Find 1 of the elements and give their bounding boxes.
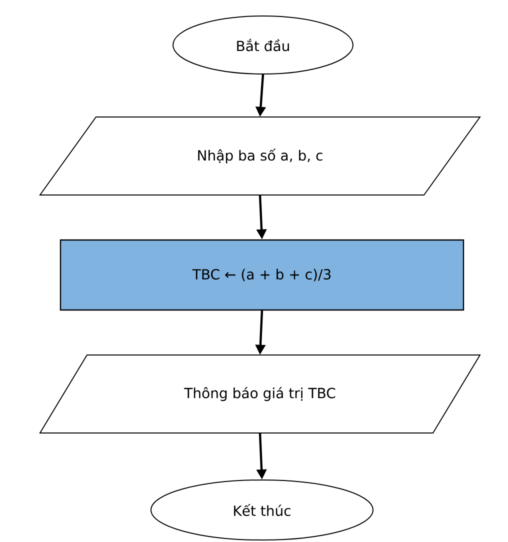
process-box: TBC ← (a + b + c)/3 [60,239,464,311]
